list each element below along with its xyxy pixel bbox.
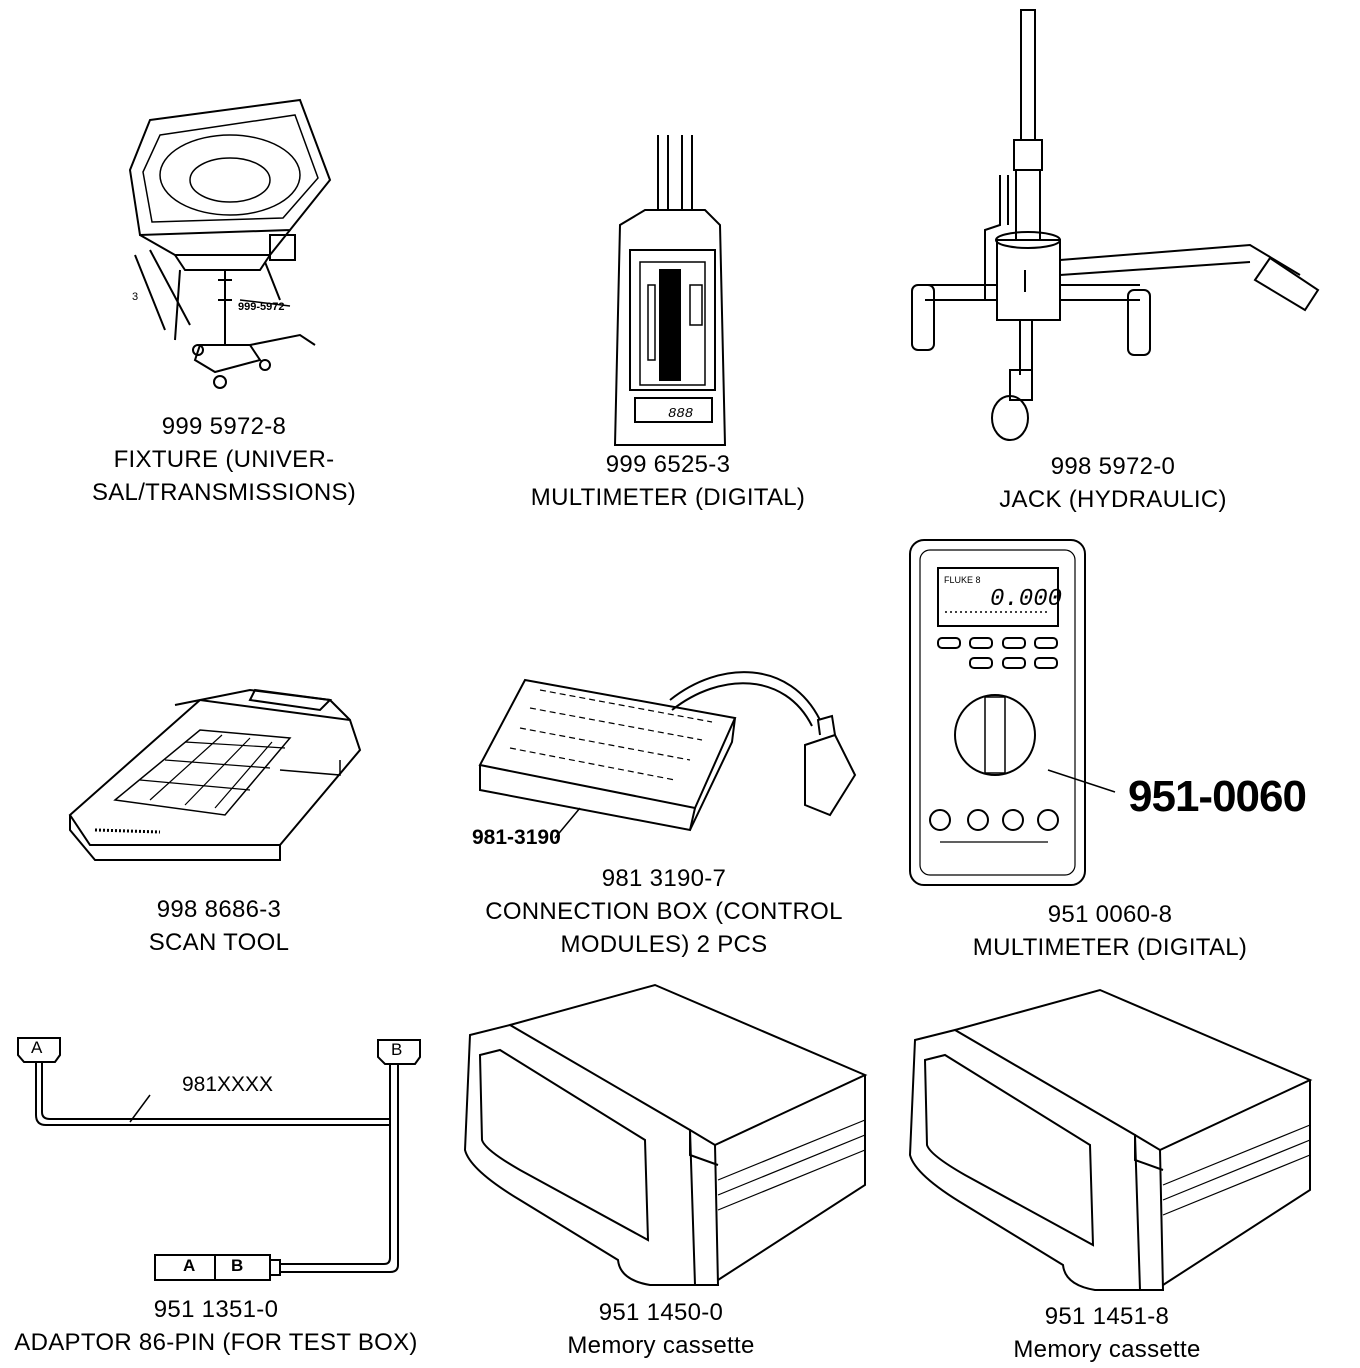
multimeter-drawing: 888 [613,135,727,446]
part-number: 951 0060-8 [1047,901,1173,928]
connector-b-label: B [391,1040,403,1059]
part-number: 999 5972-8 [161,413,287,440]
part-number: 998 5972-0 [1050,453,1176,480]
fluke-multimeter-drawing: 0.000 FLUKE 8 [909,539,1116,886]
description-line: FIXTURE (UNIVER- [113,446,335,473]
caption-fixture: 999 5972-8 FIXTURE (UNIVER- SAL/TRANSMIS… [92,410,356,509]
part-number: 951 1450-0 [598,1299,724,1326]
fixture-drawing: 3 [128,98,332,389]
svg-text:888: 888 [668,406,693,422]
connection-box-drawing [478,671,857,839]
connector-a-label: A [31,1038,43,1057]
description-line: MULTIMETER (DIGITAL) [972,934,1248,961]
hydraulic-jack-drawing [911,9,1320,441]
description-line: ADAPTOR 86-PIN (FOR TEST BOX) [14,1329,418,1356]
adaptor-cable-drawing [17,1037,421,1281]
memory-cassette-drawing [463,983,868,1286]
caption-adaptor: 951 1351-0 ADAPTOR 86-PIN (FOR TEST BOX) [14,1293,417,1359]
part-number: 999 6525-3 [605,451,731,478]
part-number: 998 8686-3 [156,896,282,923]
part-number: 951 1351-0 [153,1296,279,1323]
description-line: Memory cassette [567,1332,755,1359]
caption-connection-box: 981 3190-7 CONNECTION BOX (CONTROL MODUL… [485,862,843,961]
scan-tool-drawing [68,688,362,861]
description-line: SAL/TRANSMISSIONS) [91,479,357,506]
description-line: JACK (HYDRAULIC) [999,486,1227,513]
plug-a-label: A [183,1256,196,1275]
description-line: MULTIMETER (DIGITAL) [530,484,806,511]
description-line: SCAN TOOL [148,929,290,956]
adaptor-callout: 981XXXX [182,1073,274,1096]
caption-multimeter-6525: 999 6525-3 MULTIMETER (DIGITAL) [531,448,805,514]
meter-brand: FLUKE 8 [944,575,981,585]
svg-text:3: 3 [132,291,138,303]
part-number: 951 1451-8 [1044,1303,1170,1330]
fluke-multimeter-callout: 951-0060 [1128,772,1307,821]
connection-box-callout: 981-3190 [472,826,561,849]
plug-b-label: B [231,1256,244,1275]
caption-scan-tool: 998 8686-3 SCAN TOOL [149,893,290,959]
meter-display: 0.000 [990,586,1062,613]
description-line: MODULES) 2 PCS [560,931,768,958]
caption-fluke-multimeter: 951 0060-8 MULTIMETER (DIGITAL) [973,898,1247,964]
description-line: Memory cassette [1013,1336,1201,1363]
caption-jack: 998 5972-0 JACK (HYDRAULIC) [999,450,1227,516]
caption-memory-cassette-1451: 951 1451-8 Memory cassette [1013,1300,1200,1366]
caption-memory-cassette-1450: 951 1450-0 Memory cassette [567,1296,754,1362]
fixture-callout: 999-5972 [238,301,285,313]
memory-cassette-drawing [908,988,1313,1291]
part-number: 981 3190-7 [601,865,727,892]
description-line: CONNECTION BOX (CONTROL [485,898,843,925]
